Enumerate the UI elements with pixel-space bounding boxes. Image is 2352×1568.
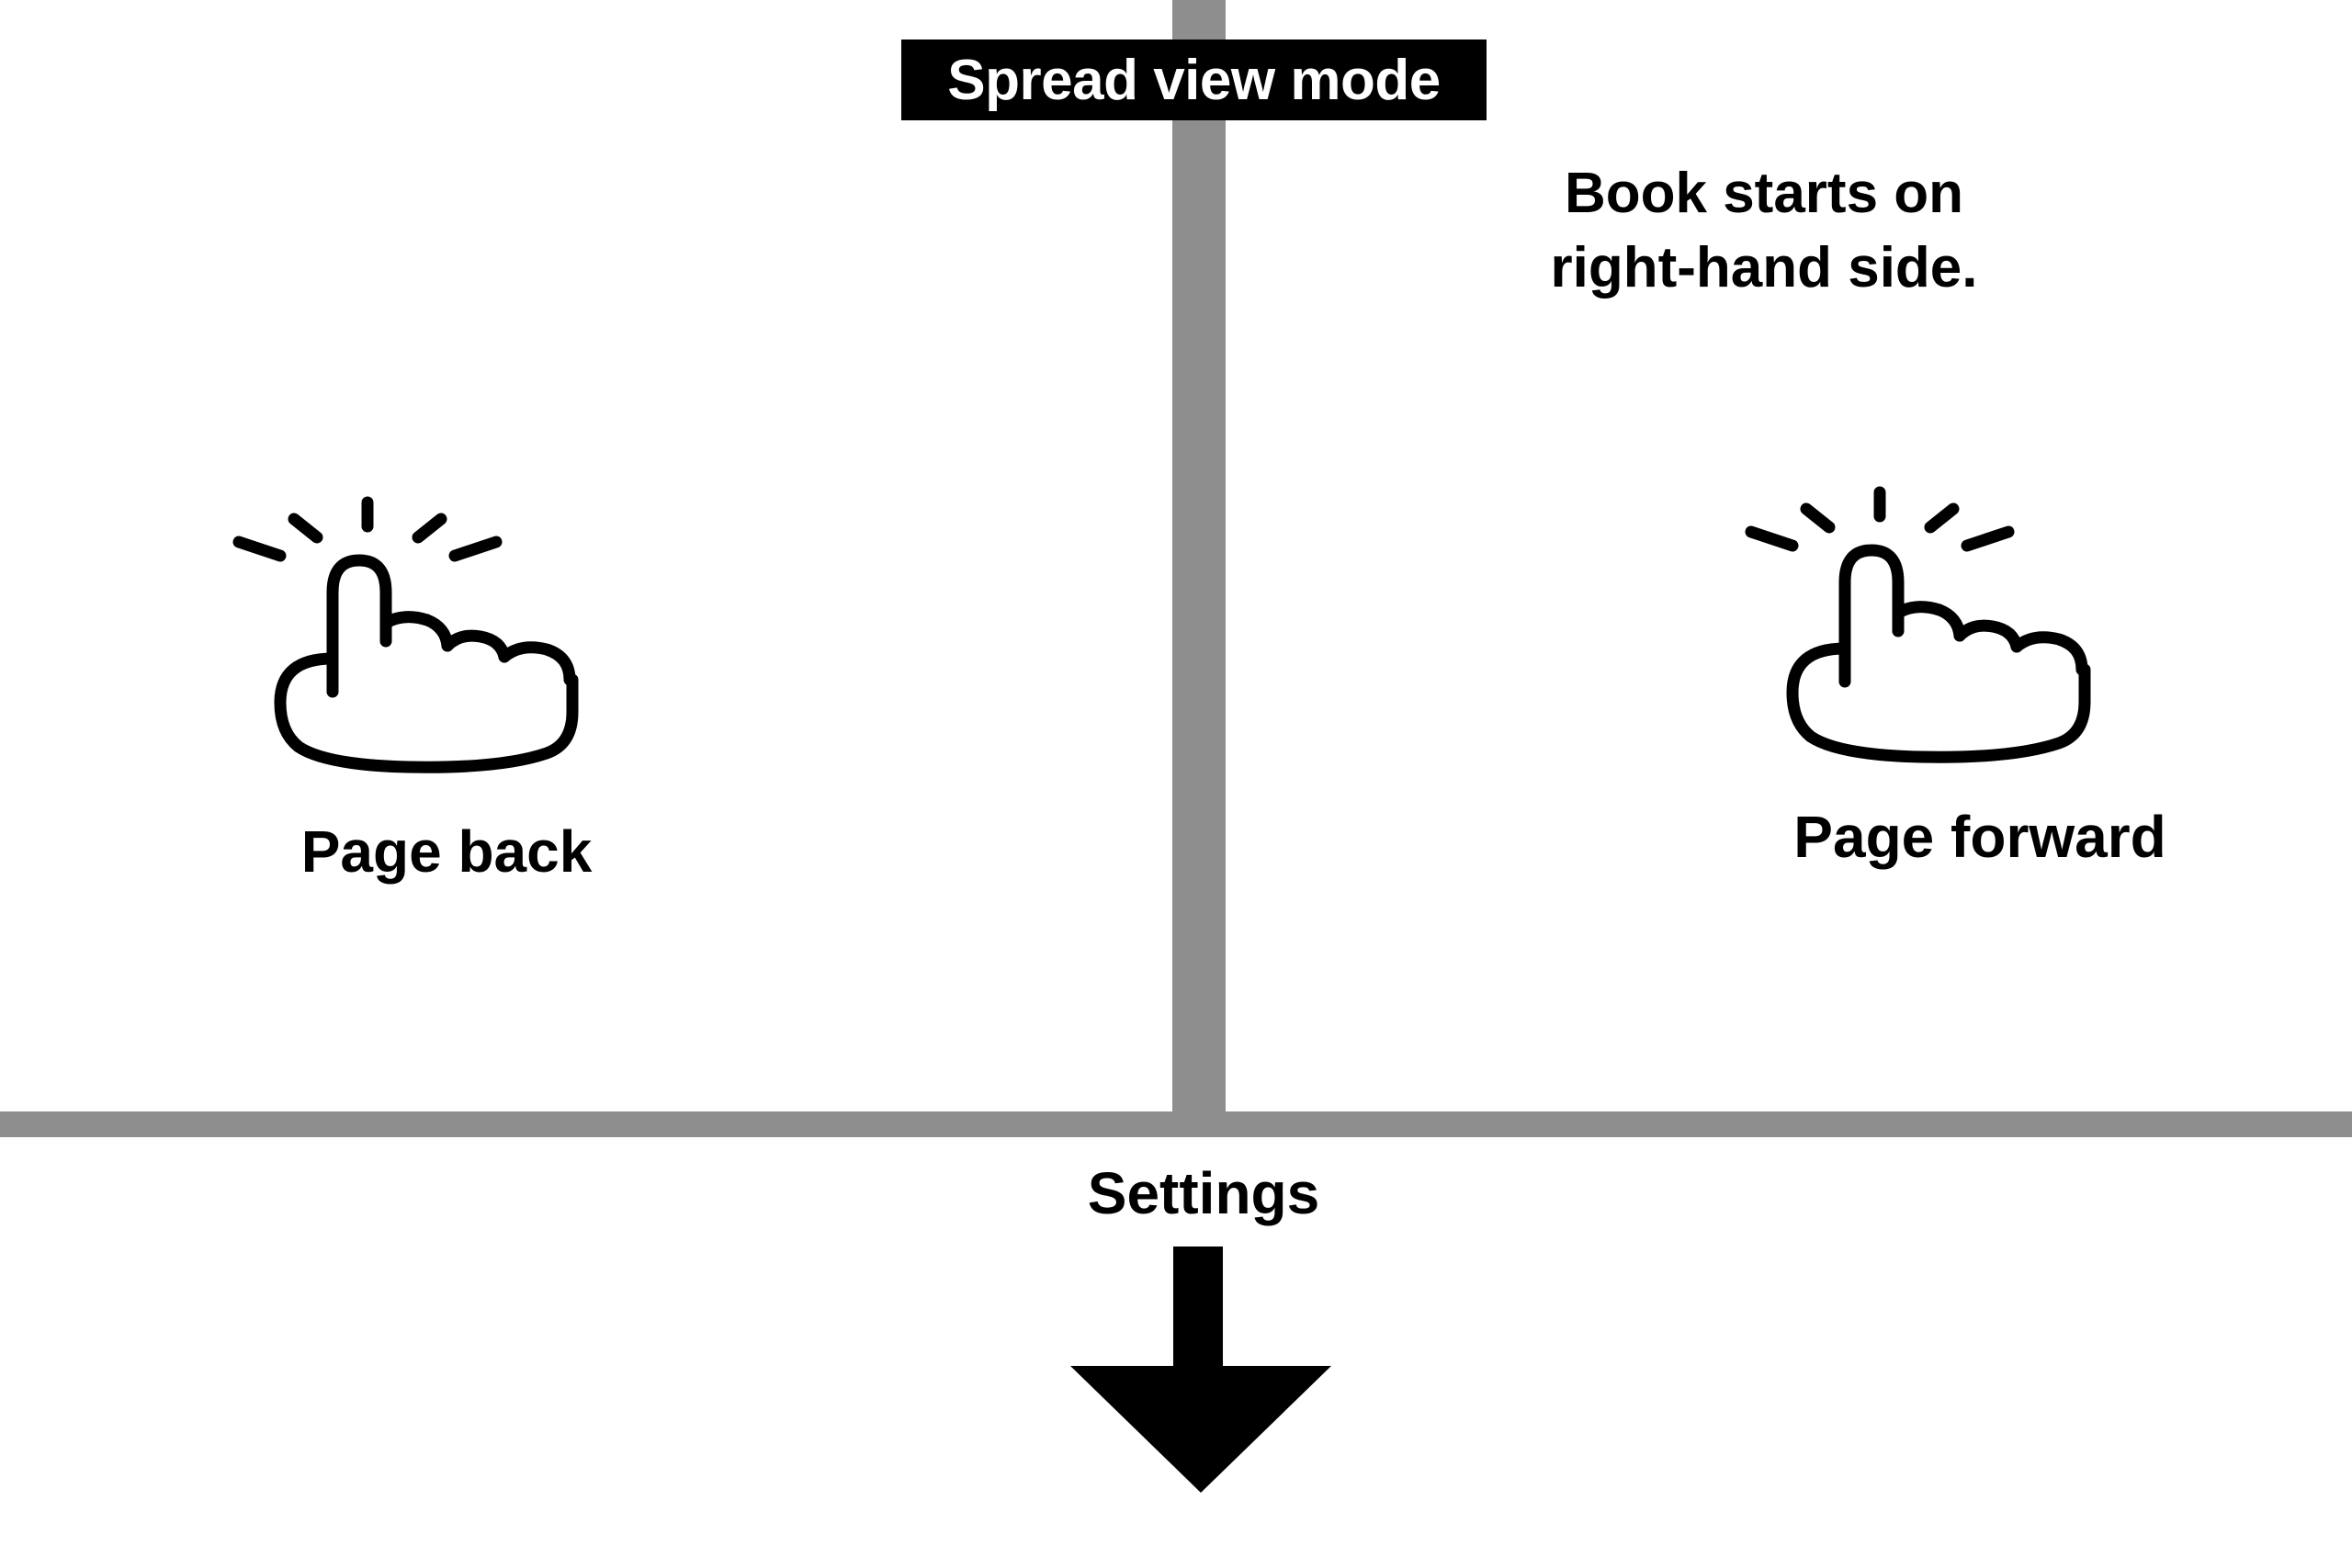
page-forward-label: Page forward (1793, 804, 2166, 870)
page-forward-tap-zone[interactable] (1226, 0, 2352, 1111)
tap-finger-icon (1737, 481, 2123, 775)
tap-finger-icon (225, 491, 611, 785)
book-start-note-line-2: right-hand side. (1550, 236, 1978, 299)
horizontal-divider (0, 1111, 2352, 1137)
settings-label: Settings (1087, 1160, 1320, 1226)
arrow-down-icon (1070, 1247, 1331, 1495)
book-start-note-line-1: Book starts on (1564, 162, 1964, 225)
book-start-note: Book starts on right-hand side. (1461, 156, 2067, 305)
page-back-tap-zone[interactable] (0, 0, 1172, 1111)
vertical-divider (1172, 0, 1226, 1137)
page-back-label: Page back (300, 818, 593, 885)
mode-title-banner: Spread view mode (901, 39, 1487, 120)
